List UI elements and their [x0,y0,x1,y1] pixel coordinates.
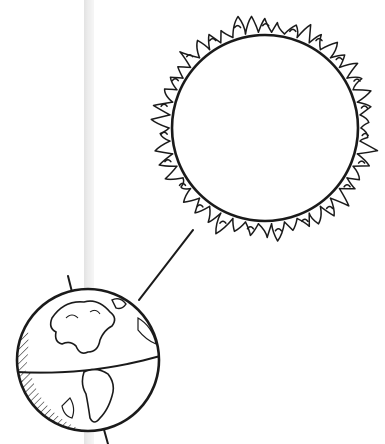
sun-flame [357,141,377,154]
sun-flame-curl [354,79,360,81]
sun-flame-curl [362,134,368,136]
sun-flame-curl [197,205,203,207]
sun-flame-curl [275,229,281,231]
sun-flame-curl [263,24,269,26]
sun-flame [357,102,371,115]
earth-axis-top [68,276,72,292]
sun-icon [151,16,377,241]
sun-flame-curl [361,106,367,108]
sun-flame-curl [172,79,178,81]
sun-flame-curl [290,29,296,31]
sun-flame [233,219,246,232]
sun-flame [258,224,271,238]
sun-flame [297,25,311,43]
sun-flame-curl [210,39,216,41]
sun-flame-curl [359,161,365,163]
sun-flame-curl [302,219,308,221]
earth-icon [16,289,160,438]
sun-flame-curl [327,207,333,209]
sun-flame-curl [165,160,171,162]
sun-flame-curl [235,26,241,28]
sun-flame-curl [247,227,253,229]
sun-disc [172,35,358,221]
sun-flame [360,115,369,128]
sun-flame [216,213,233,234]
sun-flame-curl [336,58,342,60]
sun-flame [353,154,369,166]
sun-flame [285,219,298,231]
sun-flame [258,19,271,33]
sun-flame-curl [220,221,226,223]
sun-flame-curl [161,132,167,134]
sun-flame-curl [316,39,322,41]
sun-flame [272,222,285,241]
sun-flame-curl [344,185,350,187]
sun-flame [155,141,173,154]
sun-flame-curl [161,104,167,106]
sun-flame [272,23,285,34]
sun-flame [353,90,371,102]
sun-flame [151,115,170,128]
sun-flame [246,16,259,34]
sun-earth-line [139,230,193,300]
